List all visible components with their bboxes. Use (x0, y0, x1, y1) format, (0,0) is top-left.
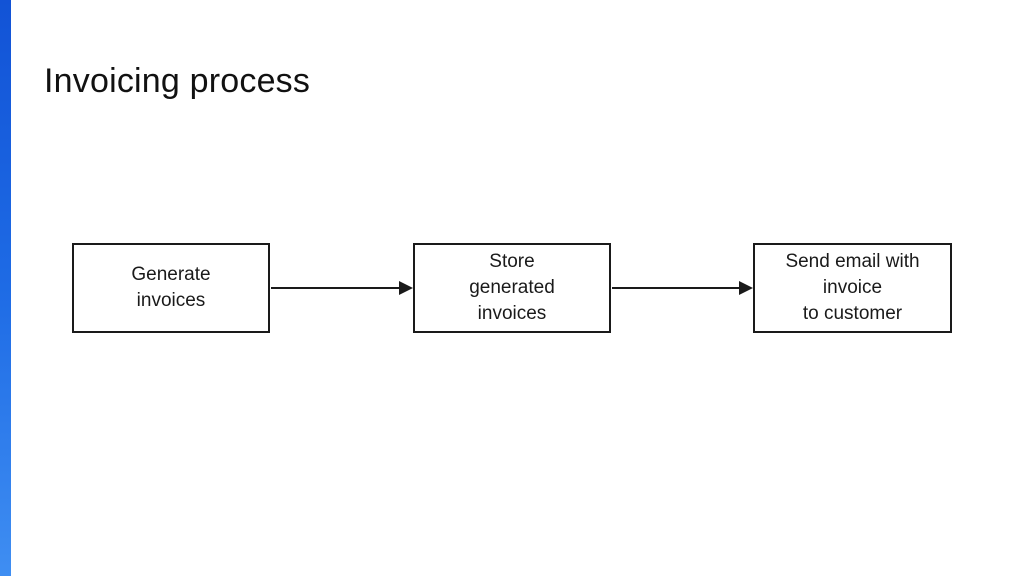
arrow-right-icon (739, 281, 753, 295)
flow-node-send-email-with-invoice: Send email with invoice to customer (753, 243, 952, 333)
arrow-line (612, 287, 741, 289)
flow-node-store-generated-invoices: Store generated invoices (413, 243, 611, 333)
arrow-right-icon (399, 281, 413, 295)
arrow-line (271, 287, 401, 289)
flow-arrow-1 (271, 281, 413, 295)
accent-bar (0, 0, 11, 576)
flow-node-generate-invoices: Generate invoices (72, 243, 270, 333)
page-title: Invoicing process (44, 62, 311, 100)
flow-arrow-2 (612, 281, 753, 295)
